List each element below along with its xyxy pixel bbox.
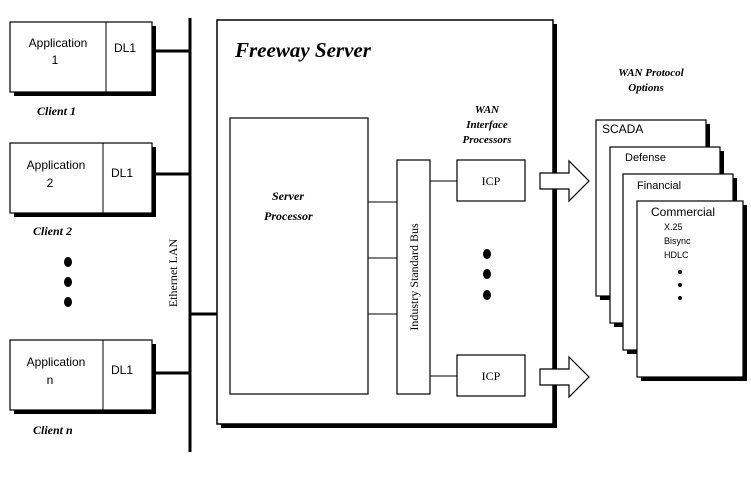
client-2-box [9, 142, 153, 214]
client-n-dl-label: DL1 [111, 363, 133, 377]
icp-top-label: ICP [482, 174, 501, 188]
client-n: Application n DL1 Client n [9, 339, 156, 437]
client-1-app-line1: Application [29, 36, 88, 50]
client-2-app-line1: Application [27, 158, 86, 172]
protocol-card-defense-label: Defense [625, 152, 666, 164]
freeway-server: Freeway Server Server Processor Industry… [216, 19, 557, 428]
wan-arrow-top [539, 159, 590, 203]
protocol-card-commercial-label: Commercial [651, 205, 715, 219]
client-2-app-line2: 2 [47, 176, 54, 190]
client-n-app-line2: n [47, 373, 54, 387]
client-1-label: Client 1 [37, 104, 76, 118]
protocol-heading-line1: WAN Protocol [618, 67, 684, 79]
icp-bottom-box [456, 354, 526, 397]
commercial-item-x25: X.25 [664, 222, 683, 232]
commercial-item-hdlc: HDLC [664, 250, 689, 260]
ellipsis-dot [64, 297, 72, 307]
client-n-app-line1: Application [27, 355, 86, 369]
ellipsis-dot [483, 269, 491, 279]
ellipsis-dot [64, 257, 72, 267]
ellipsis-dot [678, 270, 682, 274]
industry-bus-label: Industry Standard Bus [407, 223, 421, 331]
ellipsis-dot [64, 277, 72, 287]
client-n-label: Client n [33, 423, 73, 437]
wan-heading-line2: Interface [465, 119, 508, 131]
icp-bottom-label: ICP [482, 369, 501, 383]
server-title: Freeway Server [234, 38, 372, 62]
client-1: Application 1 DL1 Client 1 [9, 21, 156, 118]
wan-heading-line1: WAN [475, 104, 500, 116]
ellipsis-dot [678, 296, 682, 300]
wan-protocol-options: WAN Protocol Options SCADA Defense Finan… [595, 67, 747, 381]
client-1-box [9, 21, 153, 93]
ellipsis-dot [678, 283, 682, 287]
client-2: Application 2 DL1 Client 2 [9, 142, 156, 238]
client-2-label: Client 2 [33, 224, 72, 238]
client-2-dl-label: DL1 [111, 166, 133, 180]
protocol-card-commercial [636, 200, 744, 378]
client-ellipsis [64, 257, 72, 307]
icp-top-box [456, 159, 526, 202]
server-processor-line1: Server [272, 189, 304, 203]
commercial-item-bisync: Bisync [664, 236, 691, 246]
ellipsis-dot [483, 290, 491, 300]
ethernet-lan: Ethernet LAN [152, 18, 217, 452]
protocol-heading-line2: Options [628, 82, 663, 94]
server-processor-box [229, 117, 369, 395]
client-1-app-line2: 1 [52, 53, 59, 67]
protocol-card-financial-label: Financial [637, 180, 681, 192]
wan-arrow-bottom [539, 355, 590, 399]
industry-bus-box [396, 159, 431, 395]
server-processor-line2: Processor [264, 209, 313, 223]
lan-label: Ethernet LAN [166, 239, 180, 308]
wan-heading-line3: Processors [463, 134, 512, 146]
client-1-dl-label: DL1 [114, 41, 136, 55]
client-n-box [9, 339, 153, 411]
protocol-card-scada-label: SCADA [602, 122, 643, 136]
ellipsis-dot [483, 249, 491, 259]
